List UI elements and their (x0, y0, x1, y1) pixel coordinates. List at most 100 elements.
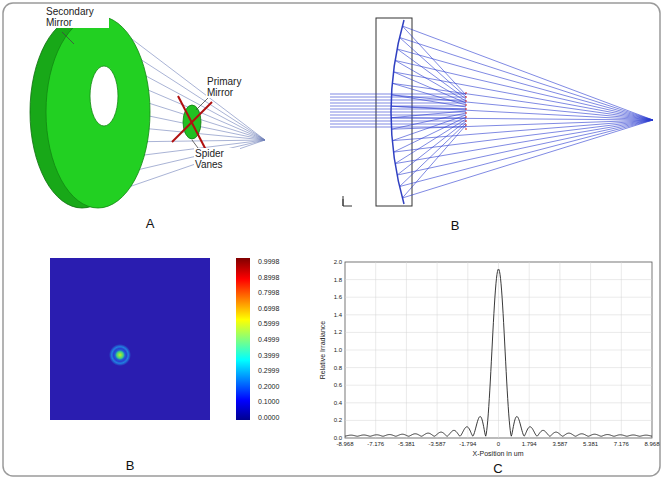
ray (400, 120, 653, 187)
colorbar (236, 258, 250, 420)
spider-vane (172, 102, 212, 142)
panel-letter: B (126, 459, 135, 473)
colorbar-tick: 0.3999 (258, 352, 279, 360)
ray (397, 49, 466, 99)
ray (330, 97, 466, 98)
axis-tick: 0.2 (334, 417, 342, 424)
ray (397, 120, 653, 175)
colorbar-tick: 0.1000 (258, 399, 279, 407)
part-label: Primary Mirror (206, 76, 256, 98)
grid-line (345, 367, 652, 368)
axis-title: Relative Irradiance (319, 321, 327, 379)
axis-tick: 1.4 (334, 312, 342, 319)
ray (391, 111, 466, 118)
leader-line (192, 140, 198, 148)
ray (395, 60, 653, 120)
colorbar-tick: 0.4999 (258, 336, 279, 344)
psf-spot (109, 344, 131, 366)
psf-image (50, 258, 210, 420)
ray (330, 112, 466, 113)
axis-tick: 0 (497, 441, 500, 448)
axis-tick: 0.8 (334, 364, 342, 371)
axis-tick: 1.6 (334, 294, 342, 301)
ray (392, 83, 466, 105)
axis-tick: 1.0 (334, 347, 342, 354)
ray (393, 72, 653, 120)
grid-line (345, 420, 652, 421)
grid-line (345, 350, 652, 351)
ray (400, 37, 466, 97)
axis-tick: 1.2 (334, 329, 342, 336)
grid-line (345, 385, 652, 386)
mirror-hole (90, 66, 118, 126)
ray (330, 103, 466, 104)
grid-line (529, 262, 530, 438)
ray (402, 125, 466, 198)
axis-tick: 5.381 (583, 441, 598, 448)
psf-map (50, 258, 250, 420)
grid-line (590, 262, 591, 438)
ray (392, 115, 466, 141)
panel-letter: C (493, 462, 502, 476)
axis-tick: 2.0 (334, 259, 342, 266)
colorbar-tick: 0.9998 (258, 258, 279, 266)
axis-tick: -3.587 (429, 441, 446, 448)
axis-tick: 1.794 (522, 441, 537, 448)
colorbar-tick: 0.8998 (258, 274, 279, 282)
telescope-model (30, 16, 265, 208)
axis-tick: -7.176 (367, 441, 384, 448)
figure-frame (3, 3, 660, 476)
secondary-plane (466, 92, 467, 130)
ray (391, 106, 653, 120)
colorbar-tick: 0.6998 (258, 305, 279, 313)
ray (402, 26, 466, 95)
colorbar-tick: 0.7998 (258, 289, 279, 297)
ray (393, 117, 466, 152)
axis-tick: 0.6 (334, 382, 342, 389)
ray (391, 118, 653, 120)
axis-tick: -5.381 (398, 441, 415, 448)
secondary-mirror (46, 16, 150, 208)
panel-letter: B (451, 219, 460, 233)
axis-tick: 8.968 (644, 441, 659, 448)
plot-frame (345, 262, 652, 438)
grid-line (621, 262, 622, 438)
axis-tick: 0.4 (334, 400, 342, 407)
grid-line (559, 262, 560, 438)
ray (395, 120, 653, 164)
axis-tick: -8.968 (336, 441, 353, 448)
leader-line (196, 98, 208, 110)
ray-trace (330, 18, 653, 206)
ray (330, 121, 466, 122)
colorbar-tick: 0.5999 (258, 321, 279, 329)
part-label: Spider Vanes (194, 148, 240, 170)
ray (330, 124, 466, 125)
ray (395, 60, 466, 101)
ray (391, 95, 653, 120)
axis-title: X-Position in um (473, 450, 524, 458)
ray (402, 120, 653, 198)
axis-tick: -1.794 (459, 441, 476, 448)
axis-tick: 1.8 (334, 276, 342, 283)
leader-line (62, 32, 74, 44)
panel-letter: A (146, 217, 155, 231)
part-label: Secondary Mirror (45, 6, 109, 28)
ray (402, 26, 653, 120)
axis-tick: 0.0 (334, 435, 342, 442)
colorbar-tick: 0.2999 (258, 367, 279, 375)
axis-tick: 3.587 (552, 441, 567, 448)
ray (330, 115, 466, 116)
irradiance-curve (345, 269, 652, 436)
ray (392, 83, 653, 120)
ray (397, 49, 653, 120)
grid-line (345, 402, 652, 403)
ray (400, 123, 466, 187)
ray (397, 121, 466, 175)
irradiance-plot (345, 262, 652, 438)
axis-tick: 7.176 (614, 441, 629, 448)
colorbar-tick: 0.2000 (258, 383, 279, 391)
colorbar-tick: 0.0000 (258, 414, 279, 422)
axis-glyph (343, 196, 352, 206)
